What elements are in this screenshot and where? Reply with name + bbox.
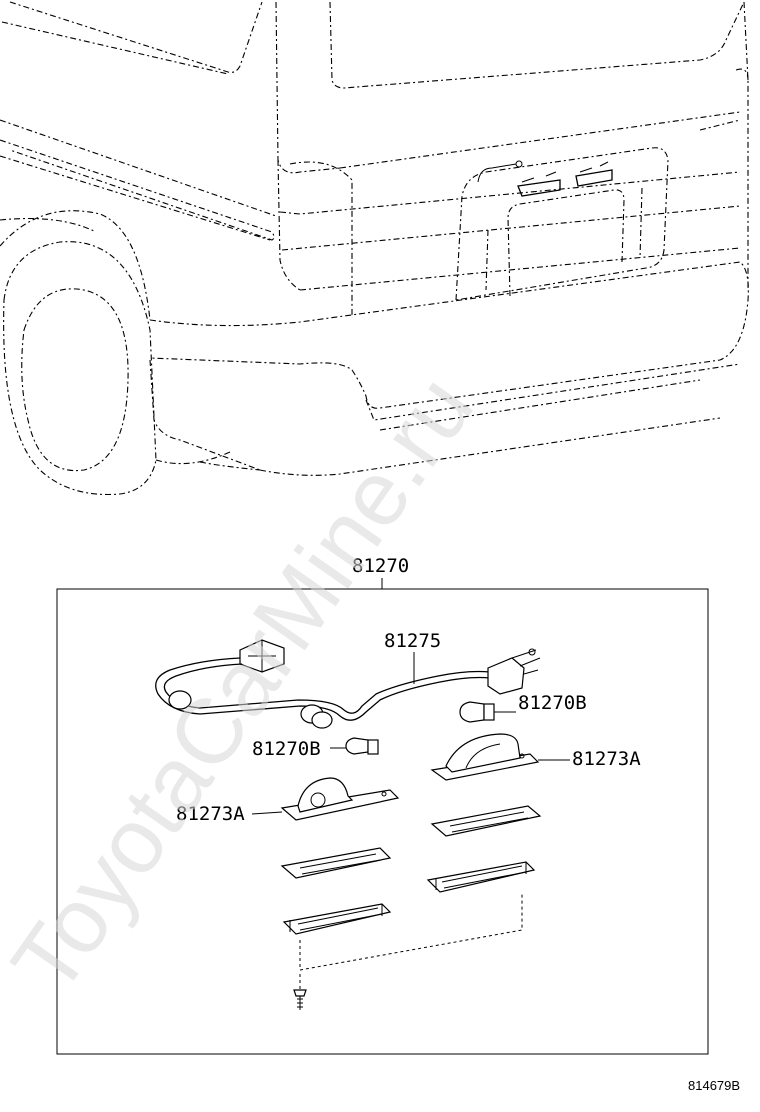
bulb-part-left bbox=[330, 737, 379, 755]
callout-bulb-right: 81270B bbox=[518, 692, 587, 714]
lamp-housing-left bbox=[251, 777, 400, 821]
lens-left bbox=[280, 847, 392, 879]
mounting-screw bbox=[293, 892, 523, 1010]
lamp-housing-right bbox=[430, 733, 570, 781]
cover-left bbox=[282, 903, 392, 935]
watermark-text: ToyotaCarMine.ru bbox=[0, 358, 493, 1011]
lens-right bbox=[430, 805, 542, 837]
callout-bulb-left: 81270B bbox=[252, 738, 321, 760]
figure-reference-number: 814679B bbox=[688, 1078, 740, 1093]
callout-lamp-left: 81273A bbox=[176, 803, 245, 825]
bulb-part-right bbox=[459, 701, 516, 723]
wire-harness-part bbox=[155, 639, 541, 729]
assembly-callout-box bbox=[56, 578, 709, 1055]
callout-lamp-right: 81273A bbox=[572, 748, 641, 770]
vehicle-rear-illustration bbox=[0, 1, 749, 496]
cover-right bbox=[426, 861, 536, 893]
callout-harness: 81275 bbox=[384, 630, 441, 652]
assembly-part-number: 81270 bbox=[352, 555, 409, 577]
